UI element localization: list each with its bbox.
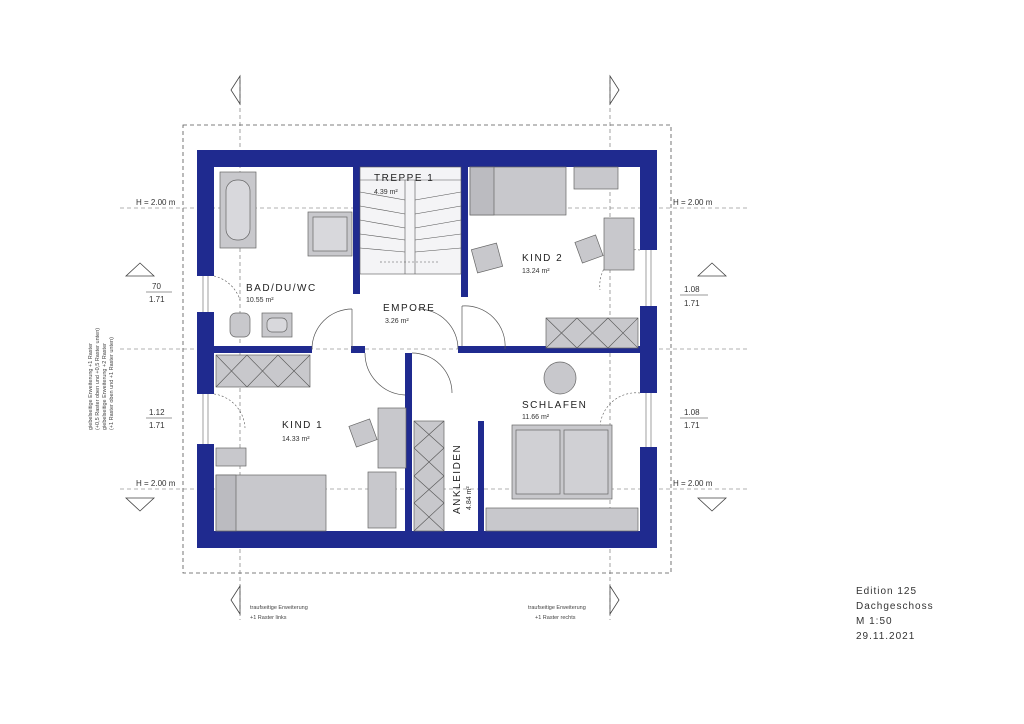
staircase xyxy=(359,166,462,275)
wardrobe-kind1 xyxy=(215,354,311,388)
svg-text:1.71: 1.71 xyxy=(149,295,165,304)
side-notes-left: giebelseitige Erweiterung +1 Raster (+0,… xyxy=(88,328,115,430)
section-marker-right-upper xyxy=(696,262,728,277)
desk-kind1 xyxy=(377,407,407,469)
svg-text:70: 70 xyxy=(152,282,161,291)
edition-name: Edition 125 xyxy=(856,586,918,597)
room-area-empore: 3.26 m² xyxy=(385,318,409,325)
room-area-kind1: 14.33 m² xyxy=(282,436,310,443)
section-marker-right-lower xyxy=(696,497,728,512)
windows xyxy=(197,250,657,447)
section-marker-left-lower xyxy=(124,497,156,512)
desk-kind2 xyxy=(603,217,635,271)
svg-text:1.71: 1.71 xyxy=(684,299,700,308)
section-marker-top-left xyxy=(230,74,241,106)
height-top-right: H = 2.00 m xyxy=(673,198,713,207)
wardrobe-kind2 xyxy=(545,317,639,349)
window-dims: 70 1.71 1.08 1.71 1.12 1.71 1.08 1.71 xyxy=(146,282,708,430)
height-top-left: H = 2.00 m xyxy=(136,198,176,207)
svg-text:1.08: 1.08 xyxy=(684,408,700,417)
note-bottom-left-1: traufseitige Erweiterung xyxy=(250,605,308,611)
section-marker-top-right xyxy=(609,74,620,106)
room-label-bad: BAD/DU/WC xyxy=(246,283,317,294)
height-bottom-left: H = 2.00 m xyxy=(136,479,176,488)
room-label-kind2: KIND 2 xyxy=(522,253,563,264)
walls xyxy=(197,150,657,548)
wardrobe-hatching xyxy=(215,317,639,532)
shelf-ankleiden xyxy=(413,420,445,532)
room-label-empore: EMPORE xyxy=(383,303,435,314)
svg-text:(+1 Raster oben und +1 Raster: (+1 Raster oben und +1 Raster unten) xyxy=(109,337,115,430)
svg-text:1.12: 1.12 xyxy=(149,408,165,417)
room-label-ankleiden: ANKLEIDEN xyxy=(452,444,463,514)
svg-text:(+0,5 Raster oben und +0,5 Ras: (+0,5 Raster oben und +0,5 Raster unten) xyxy=(95,328,101,430)
section-marker-bottom-right xyxy=(609,584,620,616)
floor-name: Dachgeschoss xyxy=(856,601,934,612)
svg-text:1.71: 1.71 xyxy=(149,421,165,430)
edition-block: Edition 125 Dachgeschoss M 1:50 29.11.20… xyxy=(856,584,934,644)
room-area-kind2: 13.24 m² xyxy=(522,268,550,275)
svg-text:1.08: 1.08 xyxy=(684,285,700,294)
round-table xyxy=(543,361,577,395)
room-label-treppe: TREPPE 1 xyxy=(374,173,434,184)
svg-text:1.71: 1.71 xyxy=(684,421,700,430)
room-label-kind1: KIND 1 xyxy=(282,420,323,431)
note-bottom-right-1: traufseitige Erweiterung xyxy=(528,605,586,611)
furniture xyxy=(215,166,639,532)
note-bottom-left-2: +1 Raster links xyxy=(250,615,287,621)
toilet xyxy=(229,312,251,338)
doors xyxy=(311,305,506,396)
svg-text:giebelseitige Erweiterung +1 R: giebelseitige Erweiterung +1 Raster xyxy=(88,343,94,430)
scale: M 1:50 xyxy=(856,616,893,627)
svg-text:giebelseitige Erweiterung +2 R: giebelseitige Erweiterung +2 Raster xyxy=(102,343,108,430)
room-area-ankleiden: 4.84 m² xyxy=(466,486,473,510)
room-label-schlafen: SCHLAFEN xyxy=(522,400,587,411)
room-area-treppe: 4.39 m² xyxy=(374,189,398,196)
plan-date: 29.11.2021 xyxy=(856,631,916,642)
room-area-schlafen: 11.66 m² xyxy=(522,414,550,421)
height-bottom-right: H = 2.00 m xyxy=(673,479,713,488)
section-marker-bottom-left xyxy=(230,584,241,616)
room-area-bad: 10.55 m² xyxy=(246,297,274,304)
section-marker-left-upper xyxy=(124,262,156,277)
note-bottom-right-2: +1 Raster rechts xyxy=(535,615,576,621)
